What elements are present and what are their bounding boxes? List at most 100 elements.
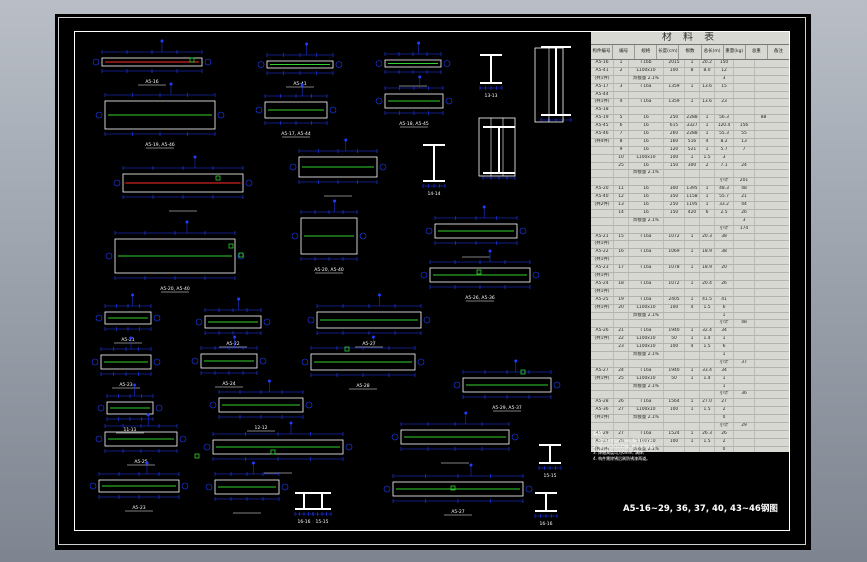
weld-mark xyxy=(383,485,391,493)
material-table-cell xyxy=(685,75,700,83)
weld-mark xyxy=(155,404,163,412)
material-table-cell: 16 xyxy=(614,249,629,257)
material-table-cell xyxy=(734,67,755,75)
weld-mark xyxy=(335,61,343,68)
material-table-cell: 1 xyxy=(700,123,715,131)
material-table-cell: 33.2 xyxy=(715,202,734,209)
note-line: 2. 钢材采用Q235钢, 焊条采用E43; xyxy=(593,444,657,449)
material-table-cell: 3 xyxy=(715,75,734,83)
material-table-cell xyxy=(755,131,772,138)
material-table-cell: 13 xyxy=(614,202,629,209)
material-table-cell: 26.3 xyxy=(700,430,715,438)
weld-mark xyxy=(443,60,451,67)
material-table-cell xyxy=(734,383,755,391)
material-table-cell xyxy=(685,383,700,391)
material-table-cell xyxy=(755,399,772,406)
material-table-cell: 3 xyxy=(715,154,734,162)
material-table-cell: 100 xyxy=(664,67,685,75)
material-table-cell xyxy=(755,328,772,335)
material-table-cell xyxy=(664,415,685,422)
leader-dot xyxy=(418,75,422,79)
weld-mark xyxy=(305,401,313,409)
material-table-cell xyxy=(734,296,755,304)
material-table-cell: 0 xyxy=(715,446,734,452)
material-table-cell xyxy=(734,399,755,407)
material-table-cell: 615 xyxy=(664,123,685,131)
material-table-cell xyxy=(700,422,715,430)
material-table-cell: A5-19 xyxy=(591,115,614,123)
material-table-cell xyxy=(629,422,664,430)
material-table-cell: 焊接量 2.1% xyxy=(629,75,664,83)
weld-mark xyxy=(553,381,561,389)
material-table-cell xyxy=(734,233,755,241)
material-table-cell: 26 xyxy=(715,430,734,438)
material-table-cell xyxy=(700,241,715,249)
detail-label: 11-11 xyxy=(123,427,136,433)
beam-outline xyxy=(104,431,178,447)
material-table-cell xyxy=(755,344,772,351)
material-table-cell xyxy=(755,281,772,288)
material-table-cell: (共1件) xyxy=(591,257,614,265)
material-table-row: A5-44 xyxy=(591,91,789,100)
material-table-cell: 1359 xyxy=(664,83,685,91)
weld-mark xyxy=(91,358,99,366)
section-label: 16-16 xyxy=(539,521,552,527)
material-table-cell xyxy=(734,107,755,115)
material-table-cell xyxy=(629,320,664,328)
leader-dot xyxy=(488,249,492,253)
material-table-cell xyxy=(591,422,614,430)
material-table-cell: 8.0 xyxy=(700,67,715,75)
material-table-cell: (共1件) xyxy=(591,446,614,452)
material-table-cell: A5-46 xyxy=(591,131,614,138)
material-table-row: (共1件) xyxy=(591,273,789,281)
material-table-cell xyxy=(664,241,685,249)
material-table-cell: L100x10 xyxy=(629,154,664,162)
material-table-cell: 25 xyxy=(614,375,629,383)
beam-outline xyxy=(384,93,444,109)
material-table-cell xyxy=(734,257,755,265)
material-table-header-cell: 根数 xyxy=(679,45,702,59)
material-table-cell: 2 xyxy=(700,162,715,170)
material-table-cell xyxy=(734,351,755,359)
material-table-cell xyxy=(755,226,772,233)
weld-mark xyxy=(245,179,253,187)
material-table-cell xyxy=(664,217,685,225)
material-table-cell: I 16a xyxy=(629,430,664,438)
material-table-cell xyxy=(715,273,734,280)
material-table-cell: 48 xyxy=(734,320,755,328)
material-table-cell: A5-40 xyxy=(591,194,614,202)
material-table-cell: 260 xyxy=(664,131,685,138)
material-table-cell: 55 xyxy=(734,131,755,138)
material-table-cell xyxy=(755,407,772,414)
material-table-cell: 4 xyxy=(614,99,629,107)
detail-label: A5-27 xyxy=(451,509,464,515)
beam-outline xyxy=(264,101,328,119)
weld-mark xyxy=(89,482,97,490)
material-table-cell: A5-25 xyxy=(591,296,614,304)
material-table-cell xyxy=(734,75,755,83)
material-table-cell: 22 xyxy=(614,336,629,344)
material-table-cell xyxy=(629,225,664,233)
material-table-cell: 100 xyxy=(664,438,685,446)
material-table-cell xyxy=(734,344,755,351)
material-table-cell xyxy=(734,60,755,67)
material-table-cell xyxy=(614,415,629,422)
material-table-cell: 300 xyxy=(664,186,685,194)
weld-mark xyxy=(345,443,353,451)
material-table-cell: 5.7 xyxy=(715,146,734,154)
material-table-header-cell: 备注 xyxy=(773,49,783,54)
weld-mark xyxy=(445,97,453,105)
material-table-cell xyxy=(685,351,700,359)
material-table-cell xyxy=(629,107,664,115)
weld-mark xyxy=(95,314,103,322)
